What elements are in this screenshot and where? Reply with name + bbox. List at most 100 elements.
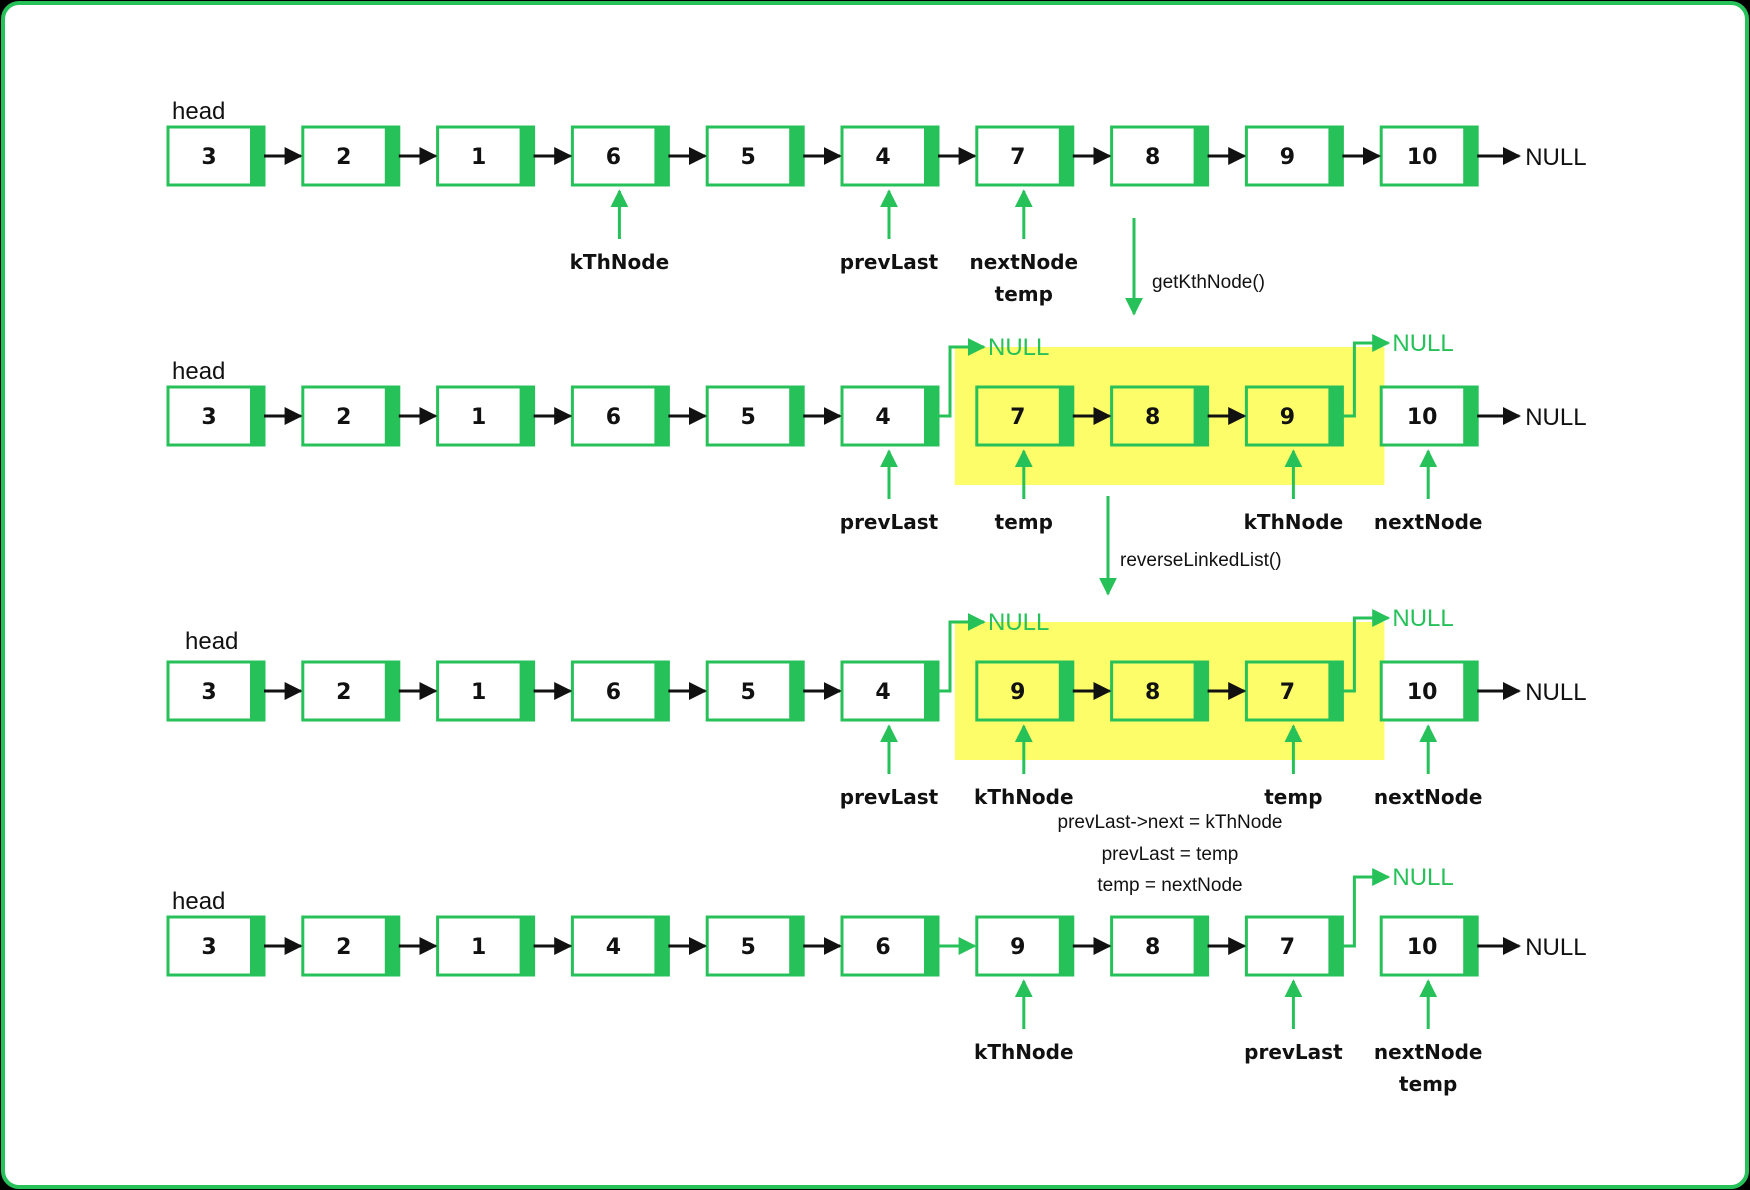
node-value: 6 [606, 145, 621, 170]
next-pointer-cell [1193, 917, 1208, 975]
node-value: 1 [471, 405, 486, 430]
node-value: 4 [606, 935, 621, 960]
next-pointer-cell [1328, 387, 1343, 445]
pointer-label: prevLast [840, 250, 939, 274]
tail-null-label: NULL [1525, 144, 1586, 171]
node-box [166, 125, 266, 187]
next-pointer-cell [1463, 662, 1478, 720]
null-branch-arrow [1342, 609, 1391, 693]
node-value: 6 [606, 680, 621, 705]
pointer-label: kThNode [1244, 510, 1344, 534]
step-2-label: reverseLinkedList() [1120, 550, 1282, 571]
head-label: head [172, 98, 225, 125]
null-label: NULL [988, 334, 1049, 361]
node-box [301, 660, 401, 722]
node-box [705, 385, 805, 447]
pointer-label: nextNode [1374, 510, 1483, 534]
head-label: head [172, 358, 225, 385]
head-label: head [185, 628, 238, 655]
node-value: 1 [471, 680, 486, 705]
node-box [166, 385, 266, 447]
next-pointer-cell [1058, 127, 1073, 185]
step-1-annotation: getKthNode() [1125, 218, 1265, 316]
node-box [1110, 125, 1210, 187]
tail-null-label: NULL [1525, 404, 1586, 431]
node-value: 8 [1145, 935, 1160, 960]
pointer-label: nextNode [969, 250, 1078, 274]
next-pointer-cell [654, 127, 669, 185]
null-branch-arrow [938, 613, 986, 693]
next-pointer-cell [1328, 662, 1343, 720]
node-box [1379, 125, 1479, 187]
node-value: 7 [1280, 935, 1295, 960]
node-value: 5 [741, 935, 756, 960]
node-box [436, 915, 536, 977]
node-box [1110, 660, 1210, 722]
node-box [975, 385, 1075, 447]
node-value: 10 [1407, 680, 1438, 705]
node-box [975, 660, 1075, 722]
next-pointer-cell [519, 127, 534, 185]
pointer-label: temp [1264, 785, 1322, 809]
node-box [705, 660, 805, 722]
node-box [840, 385, 940, 447]
next-pointer-cell [250, 387, 264, 445]
node-value: 9 [1280, 145, 1295, 170]
node-value: 2 [336, 680, 351, 705]
next-pointer-cell [384, 127, 399, 185]
null-label: NULL [1392, 864, 1453, 891]
next-pointer-cell [654, 387, 669, 445]
next-pointer-cell [654, 662, 669, 720]
node-value: 5 [741, 680, 756, 705]
step-2-annotation: reverseLinkedList() [1099, 496, 1282, 596]
node-value: 3 [201, 680, 216, 705]
node-box [1379, 915, 1479, 977]
node-box [570, 660, 670, 722]
step-3-line-1: prevLast->next = kThNode [1058, 812, 1283, 833]
node-value: 9 [1010, 680, 1025, 705]
node-box [1379, 385, 1479, 447]
node-value: 3 [201, 935, 216, 960]
node-box [301, 385, 401, 447]
null-branch-arrow [1342, 868, 1391, 948]
node-value: 6 [606, 405, 621, 430]
node-box [975, 125, 1075, 187]
node-value: 7 [1280, 680, 1295, 705]
next-pointer-cell [789, 387, 804, 445]
node-value: 6 [875, 935, 890, 960]
next-pointer-cell [1328, 917, 1343, 975]
next-pointer-cell [384, 917, 399, 975]
node-value: 4 [875, 405, 890, 430]
node-box [840, 660, 940, 722]
node-value: 4 [875, 680, 890, 705]
node-box [840, 915, 940, 977]
node-value: 8 [1145, 405, 1160, 430]
pointer-label: temp [995, 282, 1053, 306]
node-box [570, 385, 670, 447]
pointer-label: nextNode [1374, 1040, 1483, 1064]
pointer-label: temp [995, 510, 1053, 534]
pointer-label: prevLast [840, 510, 939, 534]
node-value: 2 [336, 935, 351, 960]
next-pointer-cell [654, 917, 669, 975]
null-label: NULL [1392, 605, 1453, 632]
node-value: 10 [1407, 145, 1438, 170]
next-pointer-cell [1193, 387, 1208, 445]
next-pointer-cell [1058, 387, 1073, 445]
next-pointer-cell [924, 662, 938, 720]
next-pointer-cell [924, 387, 938, 445]
pointer-label: kThNode [570, 250, 670, 274]
tail-null-label: NULL [1525, 934, 1586, 961]
pointer-label: nextNode [1374, 785, 1483, 809]
node-box [705, 915, 805, 977]
tail-null-label: NULL [1525, 679, 1586, 706]
null-label: NULL [988, 609, 1049, 636]
head-label: head [172, 888, 225, 915]
node-box [166, 915, 266, 977]
step-3-line-3: temp = nextNode [1097, 875, 1242, 896]
next-pointer-cell [1328, 127, 1343, 185]
step-1-label: getKthNode() [1152, 272, 1265, 293]
